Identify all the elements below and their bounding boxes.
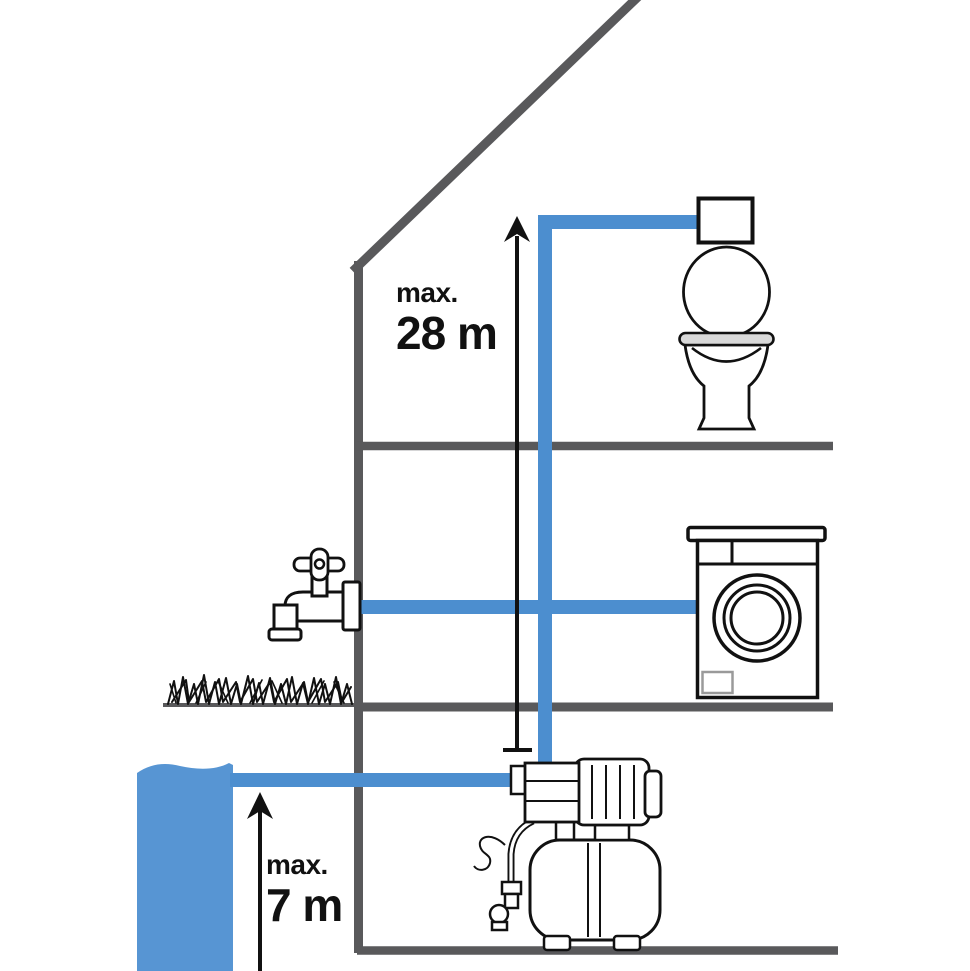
delivery-height-value: 28 m <box>396 307 498 359</box>
grass-icon <box>167 674 353 705</box>
pressure-tank <box>528 838 662 942</box>
suction-depth-arrow <box>247 792 273 971</box>
toilet-icon <box>678 196 775 431</box>
toilet-cistern <box>696 196 755 245</box>
water-pipes <box>230 215 704 787</box>
tap-spout <box>267 627 303 642</box>
suction-depth-label: max. 7 m <box>266 849 343 931</box>
delivery-height-label: max. 28 m <box>396 277 498 359</box>
suction-depth-prefix: max. <box>266 849 328 880</box>
toilet-seat <box>678 331 775 347</box>
delivery-height-prefix: max. <box>396 277 458 308</box>
pump-motor <box>573 757 651 827</box>
suction-depth-value: 7 m <box>266 879 343 931</box>
washer-door <box>712 573 802 663</box>
water-source <box>137 763 233 971</box>
riser-pipe <box>538 215 701 766</box>
pump-icon <box>473 757 663 952</box>
delivery-height-arrow <box>503 216 532 752</box>
tap-icon <box>267 547 362 642</box>
pressure-gauge <box>488 903 510 925</box>
washing-machine-icon <box>686 525 827 700</box>
house-outline <box>163 0 838 955</box>
pump-head <box>523 761 581 824</box>
